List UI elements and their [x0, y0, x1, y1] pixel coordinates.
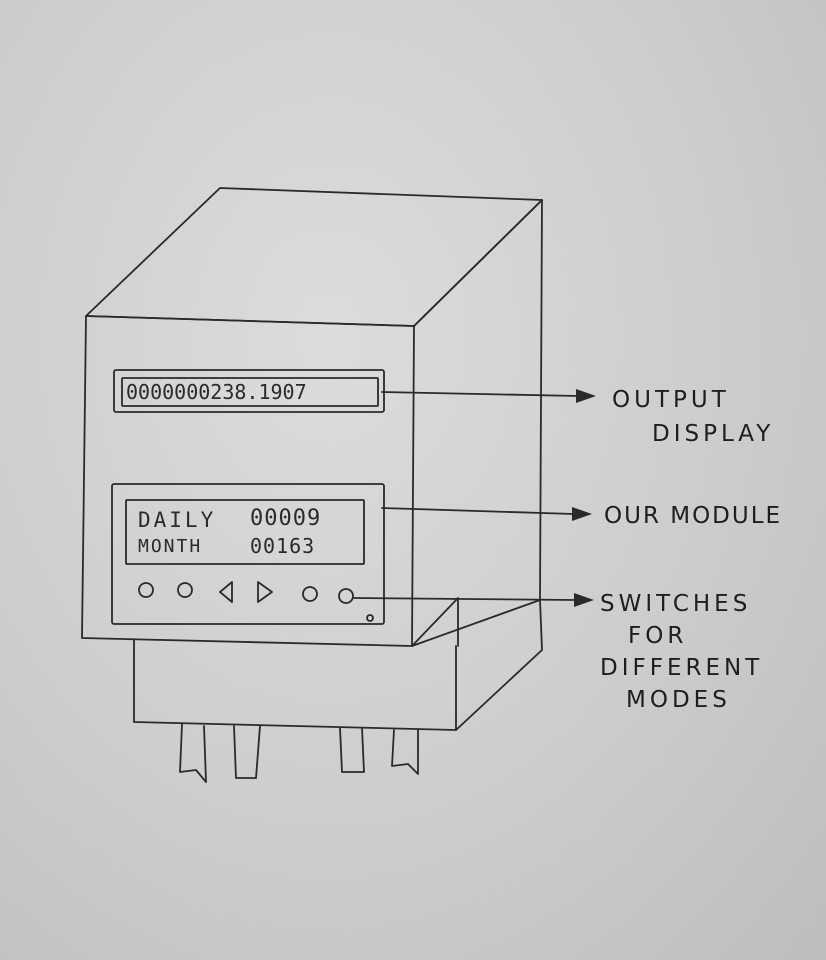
callout-switches-line1: SWITCHES — [600, 588, 751, 620]
output-display-value: 0000000238.1907 — [126, 380, 307, 404]
callout-switches-line4: MODES — [626, 684, 731, 716]
device-front-face — [82, 316, 414, 646]
callout-output-line1: OUTPUT — [612, 384, 730, 416]
mode-switch-1-icon[interactable] — [139, 583, 153, 597]
callout-line-module — [382, 508, 574, 514]
callout-arrow-output-icon — [576, 389, 596, 403]
leg-2 — [234, 726, 260, 778]
device-top-face — [86, 188, 542, 326]
leg-4 — [392, 730, 418, 774]
module-daily-value: 00009 — [250, 506, 321, 531]
module-month-value: 00163 — [250, 534, 315, 558]
mode-switch-left-icon[interactable] — [220, 582, 232, 602]
leg-3 — [340, 728, 364, 772]
callout-arrow-module-icon — [572, 507, 592, 521]
callout-line-switches — [354, 598, 576, 600]
module-daily-label: DAILY — [138, 508, 216, 532]
callout-output-line2: DISPLAY — [652, 418, 774, 450]
module-month-label: MONTH — [138, 536, 202, 557]
mode-switch-2-icon[interactable] — [178, 583, 192, 597]
callout-line-output — [382, 392, 578, 396]
mode-switch-right-icon[interactable] — [258, 582, 272, 602]
device-right-face — [412, 200, 542, 646]
base-block-front — [134, 640, 456, 730]
base-block-right — [456, 600, 542, 730]
callout-switches-line3: DIFFERENT — [600, 652, 763, 684]
mode-switch-5-icon[interactable] — [303, 587, 317, 601]
callout-arrow-switches-icon — [574, 593, 594, 607]
base-block-top-edge — [412, 598, 458, 646]
indicator-dot-icon — [367, 615, 373, 621]
callout-module-line1: OUR MODULE — [604, 500, 782, 532]
mode-switch-6-icon[interactable] — [339, 589, 353, 603]
leg-1 — [180, 724, 206, 782]
callout-switches-line2: FOR — [628, 620, 687, 652]
